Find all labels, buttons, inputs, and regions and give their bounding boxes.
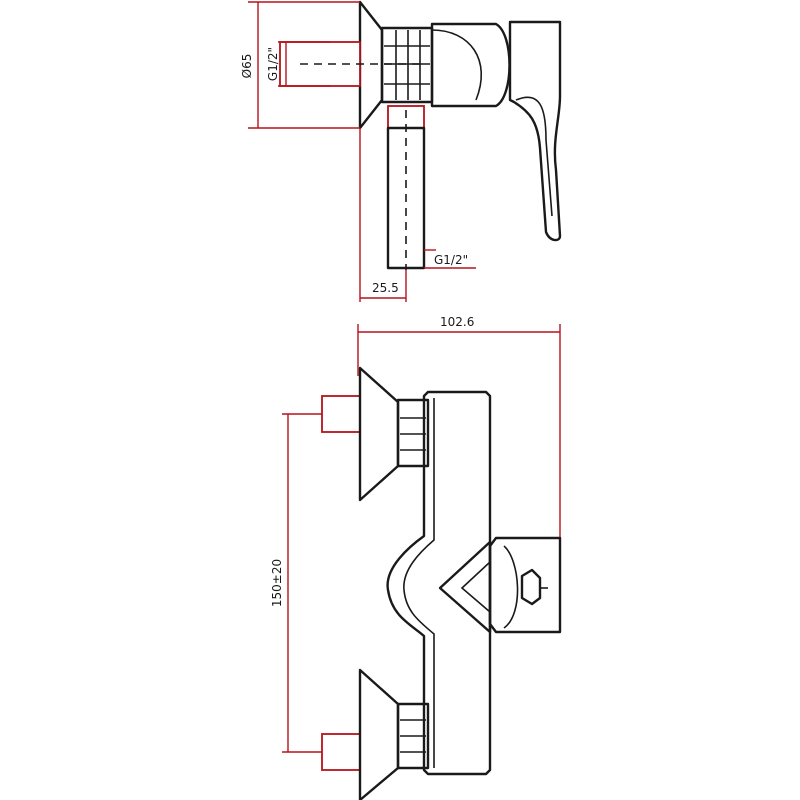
side-wall-flange bbox=[358, 0, 384, 130]
dim-thread-top-label: G1/2" bbox=[266, 47, 280, 81]
mixer-body-inner bbox=[403, 398, 435, 768]
upper-hex-nut bbox=[396, 398, 430, 468]
lower-inlet-thread bbox=[321, 733, 361, 771]
dim-diameter: Ø65 bbox=[240, 1, 360, 129]
upper-inlet-thread bbox=[321, 395, 361, 433]
dim-spacing-label: 150±20 bbox=[270, 559, 284, 607]
front-view: 102.6 150±20 bbox=[270, 315, 562, 800]
dim-thread-top: G1/2" bbox=[266, 41, 330, 87]
side-hex-nut bbox=[380, 26, 434, 104]
cartridge-curve bbox=[503, 545, 519, 629]
dim-spacing: 150±20 bbox=[270, 413, 340, 753]
side-view: Ø65 G1/2" G1/2" 25.5 bbox=[240, 0, 562, 302]
front-lever-handle bbox=[438, 540, 492, 634]
cartridge-stem bbox=[520, 568, 542, 606]
side-lever-edge bbox=[515, 96, 553, 217]
upper-inlet-assembly bbox=[321, 366, 430, 502]
dim-diameter-label: Ø65 bbox=[240, 54, 254, 79]
dim-thread-bottom-label: G1/2" bbox=[434, 253, 468, 267]
dim-offset-label: 25.5 bbox=[372, 281, 399, 295]
dim-offset: 25.5 bbox=[359, 128, 407, 302]
lower-wall-flange bbox=[358, 668, 400, 800]
cartridge-housing bbox=[488, 536, 562, 634]
upper-wall-flange bbox=[358, 366, 400, 502]
upper-hex-nut-ribs bbox=[400, 417, 426, 451]
side-lever-handle bbox=[508, 20, 562, 242]
lower-hex-nut bbox=[396, 702, 430, 770]
front-lever-facet bbox=[460, 561, 491, 613]
dim-width: 102.6 bbox=[357, 315, 561, 546]
dim-width-label: 102.6 bbox=[440, 315, 474, 329]
lower-hex-nut-ribs bbox=[400, 719, 426, 753]
side-body-curve bbox=[431, 29, 482, 101]
lower-inlet-assembly bbox=[321, 668, 430, 800]
mixer-body bbox=[386, 390, 492, 776]
side-body bbox=[430, 22, 511, 108]
dim-thread-bottom: G1/2" bbox=[424, 249, 476, 269]
side-hex-nut-ribs bbox=[384, 30, 430, 100]
